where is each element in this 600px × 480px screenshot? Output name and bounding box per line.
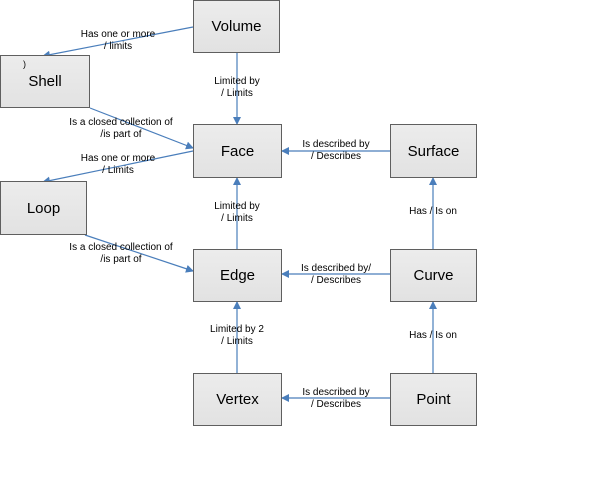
label-edge-vertex-line-2: / Limits (221, 336, 253, 347)
node-face-label: Face (220, 142, 255, 160)
label-volume-face: Limited by / Limits (202, 76, 272, 100)
node-volume-label: Volume (211, 18, 262, 35)
label-volume-shell: Has one or more / limits (72, 29, 164, 53)
node-surface: Surface (390, 124, 477, 178)
connector-loop-edge (84, 234, 194, 273)
label-face-edge-line-2: / Limits (221, 213, 253, 224)
node-vertex: Vertex (193, 373, 282, 426)
label-volume-shell-line-2: / limits (103, 41, 133, 52)
label-edge-vertex-line-1: Limited by 2 (210, 324, 264, 335)
node-loop: Loop (0, 181, 87, 235)
label-face-loop-line-2: / Limits (102, 165, 134, 176)
node-curve: Curve (390, 249, 477, 302)
label-point-vertex-line-2: / Describes (310, 399, 361, 410)
label-face-loop: Has one or more / Limits (72, 153, 164, 177)
node-loop-label: Loop (26, 199, 61, 217)
node-vertex-label: Vertex (216, 391, 259, 408)
label-edge-vertex: Limited by 2 / Limits (202, 324, 272, 348)
label-surface-curve-line-1: Has / Is on (409, 206, 457, 217)
node-edge: Edge (193, 249, 282, 302)
label-curve-point: Has / Is on (398, 330, 468, 342)
connector-shell-face (89, 107, 194, 150)
label-shell-face-line-1: Is a closed collection of (69, 117, 173, 128)
label-shell-face: Is a closed collection of /is part of (60, 117, 182, 141)
label-shell-face-line-2: /is part of (100, 129, 142, 140)
node-surface-label: Surface (407, 142, 460, 160)
label-curve-edge: Is described by/ / Describes (294, 263, 378, 287)
node-face: Face (193, 124, 282, 178)
label-loop-edge-line-2: /is part of (100, 254, 142, 265)
label-curve-edge-line-1: Is described by/ (300, 263, 372, 274)
node-shell-label: Shell (28, 73, 62, 90)
node-edge-label: Edge (219, 267, 256, 284)
label-surface-face-line-1: Is described by (302, 139, 370, 150)
label-loop-edge-line-1: Is a closed collection of (69, 242, 173, 253)
connector-face-loop (42, 150, 194, 185)
label-volume-face-line-1: Limited by (214, 76, 260, 87)
connector-volume-shell (42, 26, 194, 59)
label-surface-face-line-2: / Describes (310, 151, 361, 162)
label-point-vertex-line-1: Is described by (302, 387, 370, 398)
label-curve-point-line-1: Has / Is on (409, 330, 457, 341)
label-loop-edge: Is a closed collection of /is part of (60, 242, 182, 266)
label-face-edge-line-1: Limited by (214, 201, 260, 212)
label-surface-face: Is described by / Describes (294, 139, 378, 163)
node-curve-label: Curve (413, 267, 454, 284)
label-curve-edge-line-2: / Describes (310, 275, 361, 286)
node-point: Point (390, 373, 477, 426)
node-shell: ) Shell (0, 55, 90, 108)
node-volume: Volume (193, 0, 280, 53)
label-volume-face-line-2: / Limits (221, 88, 253, 99)
node-point-label: Point (416, 391, 451, 408)
label-face-loop-line-1: Has one or more (80, 153, 156, 164)
label-point-vertex: Is described by / Describes (294, 387, 378, 411)
label-face-edge: Limited by / Limits (202, 201, 272, 225)
label-volume-shell-line-1: Has one or more (80, 29, 156, 40)
label-surface-curve: Has / Is on (398, 206, 468, 218)
node-shell-mark: ) (23, 59, 26, 69)
